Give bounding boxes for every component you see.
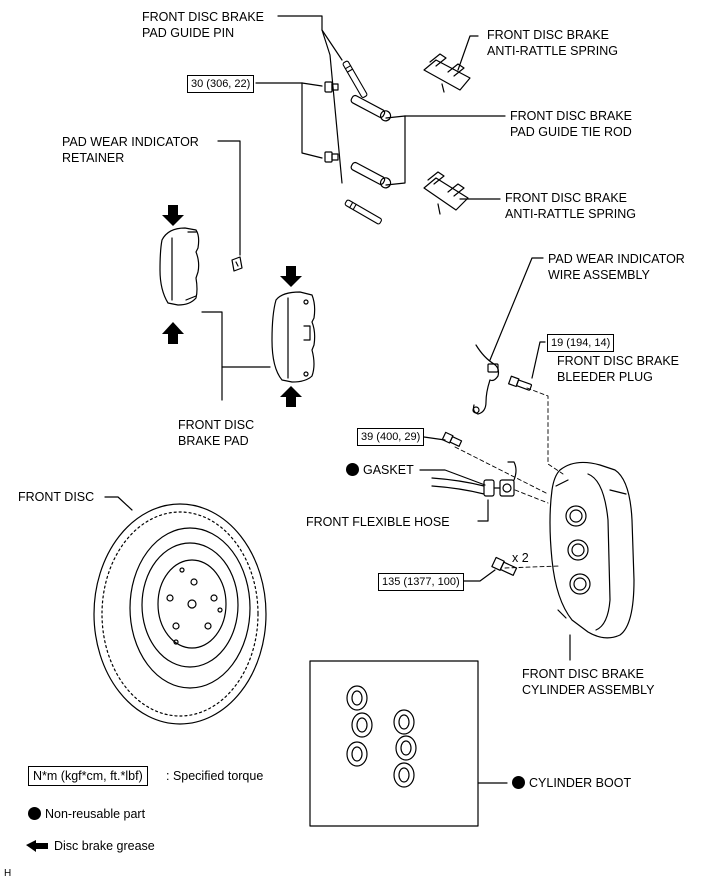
legend-torque-box: N*m (kgf*cm, ft.*lbf)	[28, 766, 148, 786]
brake-cylinder-assembly	[549, 461, 635, 639]
tie-rod-bolts	[324, 81, 339, 163]
pad-guide-tie-rods	[350, 94, 392, 189]
grease-arrow-icon	[280, 386, 302, 407]
grease-arrow-icon	[280, 266, 302, 287]
brake-pad-left	[159, 227, 200, 306]
non-reusable-dot-icon	[512, 776, 525, 789]
label-gasket: GASKET	[346, 462, 414, 478]
torque-union-bolt: 39 (400, 29)	[357, 428, 425, 446]
label-wear-indicator-wire: PAD WEAR INDICATOR WIRE ASSEMBLY	[548, 252, 685, 282]
pad-guide-pins	[342, 60, 382, 225]
label-guide-tie-rod: FRONT DISC BRAKE PAD GUIDE TIE ROD	[510, 109, 633, 139]
legend-torque-text: : Specified torque	[166, 769, 264, 783]
torque-caliper-bolt: 135 (1377, 100)	[378, 573, 464, 591]
label-cylinder-boot: CYLINDER BOOT	[512, 775, 631, 791]
wear-indicator-retainer	[231, 256, 243, 272]
brake-pad-right	[271, 291, 316, 383]
wear-indicator-wire	[472, 344, 500, 415]
label-wear-indicator-retainer: PAD WEAR INDICATOR RETAINER	[62, 135, 199, 165]
grease-arrow-icon	[162, 205, 184, 226]
label-anti-rattle-spring-top: FRONT DISC BRAKE ANTI-RATTLE SPRING	[487, 28, 619, 58]
non-reusable-dot-icon	[346, 463, 359, 476]
label-bleeder-plug: FRONT DISC BRAKE BLEEDER PLUG	[557, 354, 680, 384]
grease-arrow-icon	[162, 322, 184, 344]
assembly-dashed-lines	[454, 387, 564, 569]
torque-bleeder-plug: 19 (194, 14)	[547, 334, 615, 352]
union-bolt	[441, 431, 463, 447]
label-flexible-hose: FRONT FLEXIBLE HOSE	[306, 515, 450, 529]
leader-lines	[104, 15, 571, 784]
non-reusable-dot-icon	[28, 807, 41, 820]
anti-rattle-springs	[423, 53, 471, 215]
grease-arrows	[26, 205, 302, 852]
front-flexible-hose	[431, 461, 517, 497]
label-quantity: x 2	[512, 551, 529, 565]
legend-grease: Disc brake grease	[54, 839, 155, 853]
torque-tie-rod-bolt: 30 (306, 22)	[187, 75, 255, 93]
label-anti-rattle-spring-mid: FRONT DISC BRAKE ANTI-RATTLE SPRING	[505, 191, 637, 221]
grease-arrow-icon	[26, 840, 48, 852]
corner-mark: H	[4, 868, 12, 879]
label-cylinder-assembly: FRONT DISC BRAKE CYLINDER ASSEMBLY	[522, 667, 655, 697]
bleeder-plug	[508, 375, 533, 391]
label-front-disc: FRONT DISC	[18, 490, 95, 504]
cylinder-boot-set	[309, 660, 479, 827]
label-brake-pad: FRONT DISC BRAKE PAD	[178, 418, 255, 448]
label-guide-pin: FRONT DISC BRAKE PAD GUIDE PIN	[142, 10, 265, 40]
caliper-mounting-bolt	[491, 556, 518, 576]
legend-non-reusable: Non-reusable part	[28, 806, 145, 822]
front-disc-rotor	[93, 503, 267, 725]
